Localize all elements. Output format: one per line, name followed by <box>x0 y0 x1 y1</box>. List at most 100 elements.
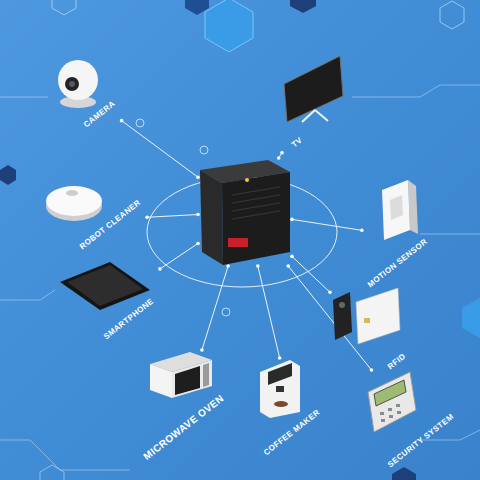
hexagon <box>52 0 76 15</box>
rfid-chip <box>364 318 370 323</box>
coffee-maker-head <box>268 363 292 385</box>
connector-line <box>147 215 198 218</box>
connector-dot <box>290 255 294 259</box>
device-node: ROBOT CLEANER <box>45 184 147 256</box>
device-node: CAMERA <box>55 58 122 134</box>
connector-dot <box>196 175 200 179</box>
connector-dot <box>256 264 260 268</box>
hexagon <box>185 0 209 15</box>
circuit-dot <box>136 119 144 127</box>
circuit-line <box>420 234 480 235</box>
ups-side <box>200 170 223 265</box>
ups-vent <box>232 187 280 195</box>
device-label: COFFEE MAKER <box>262 408 322 458</box>
connector-dot <box>370 368 374 372</box>
connector-dot <box>145 215 149 219</box>
device-node: TV <box>282 52 344 154</box>
device-label: MICROWAVE OVEN <box>142 393 226 462</box>
device-node: SECURITY SYSTEM <box>366 370 460 474</box>
circuit-line <box>0 97 48 98</box>
connector-dot <box>286 264 290 268</box>
circuit-dot <box>222 308 230 316</box>
connector-dot <box>277 156 281 160</box>
hexagon <box>40 465 64 480</box>
ups-front <box>222 172 290 265</box>
device-label: MOTION SENSOR <box>366 237 430 290</box>
security-screen <box>374 380 406 406</box>
security-button <box>388 408 392 411</box>
security-panel <box>368 372 416 432</box>
hexagon <box>392 467 416 480</box>
rfid-reader <box>333 292 352 340</box>
ups-hub <box>198 158 292 266</box>
connector-dot <box>290 218 294 222</box>
security-button <box>397 411 401 414</box>
connector-dot <box>120 119 124 123</box>
hexagon <box>290 0 316 13</box>
device-node: MICROWAVE OVEN <box>138 350 230 466</box>
ups-vent <box>232 211 280 219</box>
microwave-side <box>172 360 212 398</box>
security-button <box>389 415 393 418</box>
camera-lens <box>69 81 75 87</box>
ups-button <box>245 178 249 182</box>
circuit-dot <box>200 146 208 154</box>
motion-sensor-front <box>382 180 410 240</box>
smartphone-screen <box>67 265 143 306</box>
coffee-maker-body <box>260 360 300 418</box>
connector-dot <box>196 242 200 246</box>
device-node: SMARTPHONE <box>58 260 160 346</box>
device-node: COFFEE MAKER <box>258 358 326 462</box>
microwave-front <box>150 364 172 398</box>
hexagon <box>205 0 253 52</box>
connector-dot <box>360 229 364 233</box>
connector-dot <box>196 213 200 217</box>
connector-line <box>292 219 362 230</box>
connector-dot <box>226 264 230 268</box>
device-label: SECURITY SYSTEM <box>386 412 456 470</box>
connector-line <box>258 266 280 358</box>
rfid-lens <box>339 302 345 308</box>
camera-lens <box>65 77 79 91</box>
security-button <box>396 404 400 407</box>
ups-vent <box>232 203 280 211</box>
tv-stand <box>315 110 328 121</box>
camera-body <box>58 60 98 100</box>
smartphone-body <box>60 262 150 310</box>
robot-cleaner-sensor <box>66 190 78 196</box>
motion-sensor-window <box>390 195 403 220</box>
coffee-maker-spout <box>276 386 284 392</box>
robot-cleaner-top <box>46 186 102 216</box>
ups-vent <box>232 195 280 203</box>
connector-line <box>122 121 198 178</box>
device-label: SMARTPHONE <box>102 297 156 342</box>
security-button <box>380 412 384 415</box>
circuit-line <box>0 290 55 300</box>
security-button <box>381 419 385 422</box>
connector-dot <box>158 267 162 271</box>
rfid-card <box>356 288 400 344</box>
ups-logo <box>228 238 248 247</box>
microwave-door <box>175 366 200 395</box>
coffee-cup <box>274 401 288 407</box>
device-label: CAMERA <box>82 99 118 130</box>
circuit-line <box>352 85 480 97</box>
device-label: RFID <box>386 352 408 372</box>
hexagon <box>0 165 16 185</box>
connector-dot <box>280 151 284 155</box>
device-label: TV <box>290 135 305 150</box>
circuit-line <box>0 440 130 470</box>
hexagon <box>440 1 464 29</box>
connector-dot <box>278 356 282 360</box>
device-label: ROBOT CLEANER <box>78 198 143 252</box>
tv-screen <box>284 56 343 122</box>
connector-line <box>292 256 330 292</box>
device-node: MOTION SENSOR <box>362 178 434 294</box>
connector-dot <box>328 290 332 294</box>
connector-dot <box>200 348 204 352</box>
device-node: RFID <box>330 286 412 376</box>
hexagon <box>462 298 480 338</box>
microwave-panel <box>203 363 209 387</box>
